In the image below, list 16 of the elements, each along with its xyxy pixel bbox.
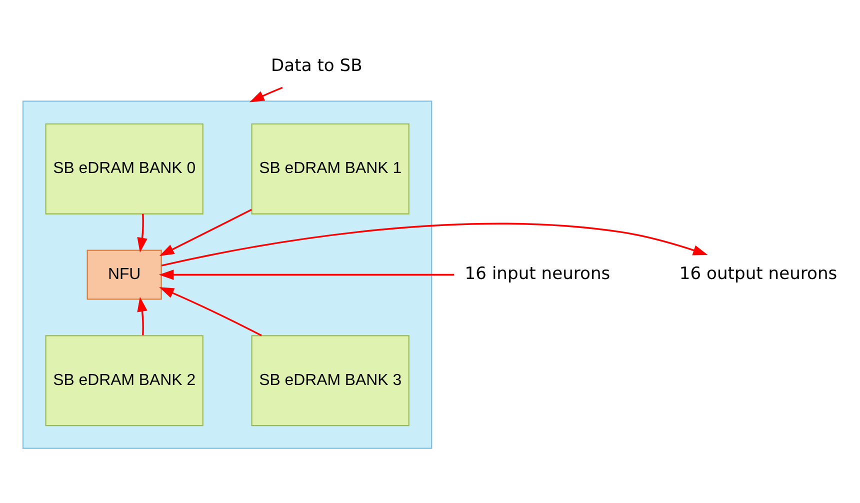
cluster xyxy=(22,100,432,448)
arrow xyxy=(136,213,147,252)
node-text: 16 input neurons xyxy=(464,263,610,284)
arrow xyxy=(248,86,282,102)
arrow xyxy=(158,208,252,256)
node-box: SB eDRAM BANK 1 xyxy=(250,122,409,214)
node-box: SB eDRAM BANK 0 xyxy=(44,122,203,214)
arrow xyxy=(158,286,262,336)
arrow xyxy=(136,296,147,335)
node-box: SB eDRAM BANK 3 xyxy=(250,334,409,426)
node-box: NFU xyxy=(86,249,162,300)
node-box: SB eDRAM BANK 2 xyxy=(44,334,203,426)
arrow xyxy=(158,269,454,280)
node-text: 16 output neurons xyxy=(678,263,837,284)
node-text: Data to SB xyxy=(270,56,362,76)
arrow xyxy=(160,222,708,266)
